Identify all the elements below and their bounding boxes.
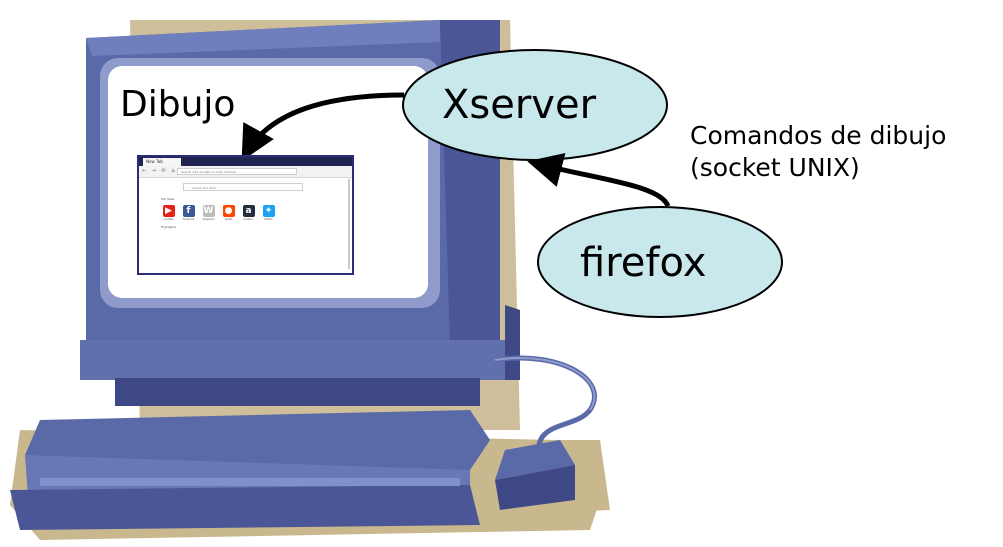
browser-nav-icons: ← → ⟳ ⌂ <box>142 168 177 174</box>
top-site-tile: ▶youtube <box>161 205 176 221</box>
drawing-commands-label: Comandos de dibujo (socket UNIX) <box>690 120 946 184</box>
facebook-icon: f <box>182 205 195 217</box>
top-site-caption: youtube <box>163 218 174 221</box>
firefox-label: firefox <box>580 240 707 286</box>
reddit-icon: ● <box>222 205 235 217</box>
browser-scrollbar <box>348 179 350 269</box>
mouse <box>494 355 597 510</box>
top-site-caption: amazon <box>243 218 254 221</box>
top-sites-label: Top Sites <box>161 197 175 201</box>
top-site-tile: ✦twitter <box>261 205 276 221</box>
highlights-label: Highlights <box>161 225 177 229</box>
youtube-icon: ▶ <box>162 205 175 217</box>
browser-tab-bar: New Tab <box>139 157 352 166</box>
top-site-caption: wikipedia <box>202 218 215 221</box>
browser-toolbar: ← → ⟳ ⌂ Search with Google or enter addr… <box>139 166 352 178</box>
browser-url-bar: Search with Google or enter address <box>177 168 297 175</box>
amazon-icon: a <box>242 205 255 217</box>
top-site-caption: twitter <box>264 218 273 221</box>
wikipedia-icon: W <box>202 205 215 217</box>
xserver-label: Xserver <box>442 82 597 128</box>
drawing-commands-line2: (socket UNIX) <box>690 153 860 182</box>
browser-window-thumbnail: New Tab ← → ⟳ ⌂ Search with Google or en… <box>137 155 354 275</box>
browser-search-box: Search the Web <box>183 183 303 191</box>
top-site-tile: ●reddit <box>221 205 236 221</box>
top-site-caption: facebook <box>182 218 195 221</box>
firefox-node <box>537 206 783 318</box>
twitter-icon: ✦ <box>262 205 275 217</box>
top-site-caption: reddit <box>224 218 233 221</box>
drawing-commands-line1: Comandos de dibujo <box>690 121 947 150</box>
browser-tab: New Tab <box>143 158 181 166</box>
arrow-firefox-to-xserver <box>527 153 671 208</box>
dibujo-label: Dibujo <box>120 84 236 125</box>
arrow-xserver-to-screen <box>241 92 405 162</box>
